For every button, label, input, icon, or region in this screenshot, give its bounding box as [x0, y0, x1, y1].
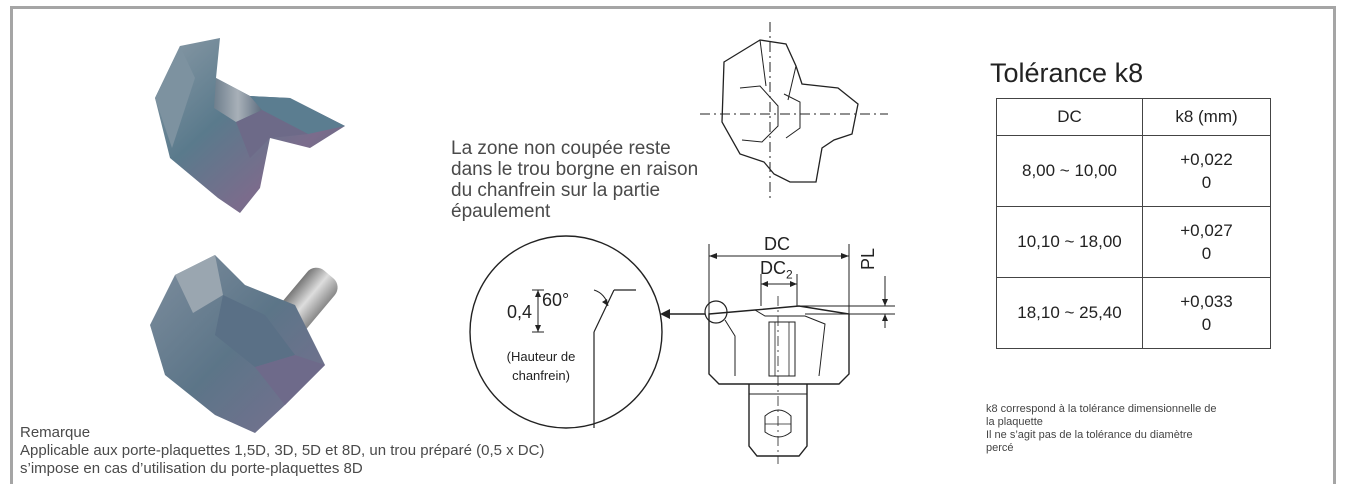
insert-drawing-side [708, 244, 895, 464]
dc2-main: DC [760, 258, 786, 278]
table-row: 8,00 ~ 10,00 +0,022 0 [996, 135, 1271, 207]
cell-k8: +0,027 0 [1142, 206, 1271, 278]
remark-line: Applicable aux porte-plaquettes 1,5D, 3D… [20, 442, 545, 459]
table-row: 18,10 ~ 25,40 +0,033 0 [996, 277, 1271, 349]
insert-photo-top [155, 38, 345, 213]
footnote-line: k8 correspond à la tolérance dimensionne… [986, 403, 1217, 415]
chamfer-caption: (Hauteur de chanfrein) [496, 347, 586, 385]
tolerance-table: DC k8 (mm) 8,00 ~ 10,00 +0,022 0 10,10 ~… [996, 98, 1271, 349]
note-line: du chanfrein sur la partie [451, 180, 661, 201]
cell-k8: +0,022 0 [1142, 135, 1271, 207]
cell-k8: +0,033 0 [1142, 277, 1271, 349]
k8-upper: +0,022 [1180, 150, 1233, 169]
note-line: dans le trou borgne en raison [451, 159, 699, 180]
footnote-line: percé [986, 442, 1014, 454]
note-text: La zone non coupée reste dans le trou bo… [451, 138, 698, 222]
tolerance-title: Tolérance k8 [990, 58, 1144, 88]
remark-title: Remarque [20, 424, 91, 441]
k8-lower: 0 [1201, 244, 1212, 263]
k8-upper: +0,027 [1180, 221, 1233, 240]
chamfer-angle: 60° [542, 290, 570, 310]
footnote-line: Il ne s’agit pas de la tolérance du diam… [986, 429, 1193, 441]
k8-lower: 0 [1201, 173, 1212, 192]
table-row: 10,10 ~ 18,00 +0,027 0 [996, 206, 1271, 278]
note-line: épaulement [451, 201, 551, 222]
table-header-row: DC k8 (mm) [996, 98, 1271, 136]
caption-line: chanfrein) [512, 368, 570, 383]
insert-photo-bottom [150, 255, 338, 433]
cell-dc: 10,10 ~ 18,00 [996, 206, 1143, 278]
cell-dc: 18,10 ~ 25,40 [996, 277, 1143, 349]
footnote-line: la plaquette [986, 416, 1043, 428]
remark-block: Remarque Applicable aux porte-plaquettes… [20, 424, 544, 478]
page-frame [10, 6, 1336, 484]
dc-label: DC [764, 234, 790, 254]
note-line: La zone non coupée reste [451, 138, 671, 159]
pl-label: PL [858, 247, 878, 270]
k8-lower: 0 [1201, 315, 1212, 334]
remark-line: s’impose en cas d’utilisation du porte-p… [20, 460, 363, 477]
header-dc: DC [996, 98, 1143, 136]
caption-line: (Hauteur de [506, 349, 576, 364]
dc2-label: DC2 [760, 258, 793, 282]
header-k8: k8 (mm) [1142, 98, 1271, 136]
chamfer-dim-value: 0,4 [507, 302, 533, 322]
dc2-sub: 2 [786, 267, 793, 282]
k8-upper: +0,033 [1180, 292, 1233, 311]
insert-drawing-top [700, 22, 888, 200]
tolerance-footnote: k8 correspond à la tolérance dimensionne… [986, 403, 1276, 455]
cell-dc: 8,00 ~ 10,00 [996, 135, 1143, 207]
chamfer-detail-circle [469, 235, 663, 429]
